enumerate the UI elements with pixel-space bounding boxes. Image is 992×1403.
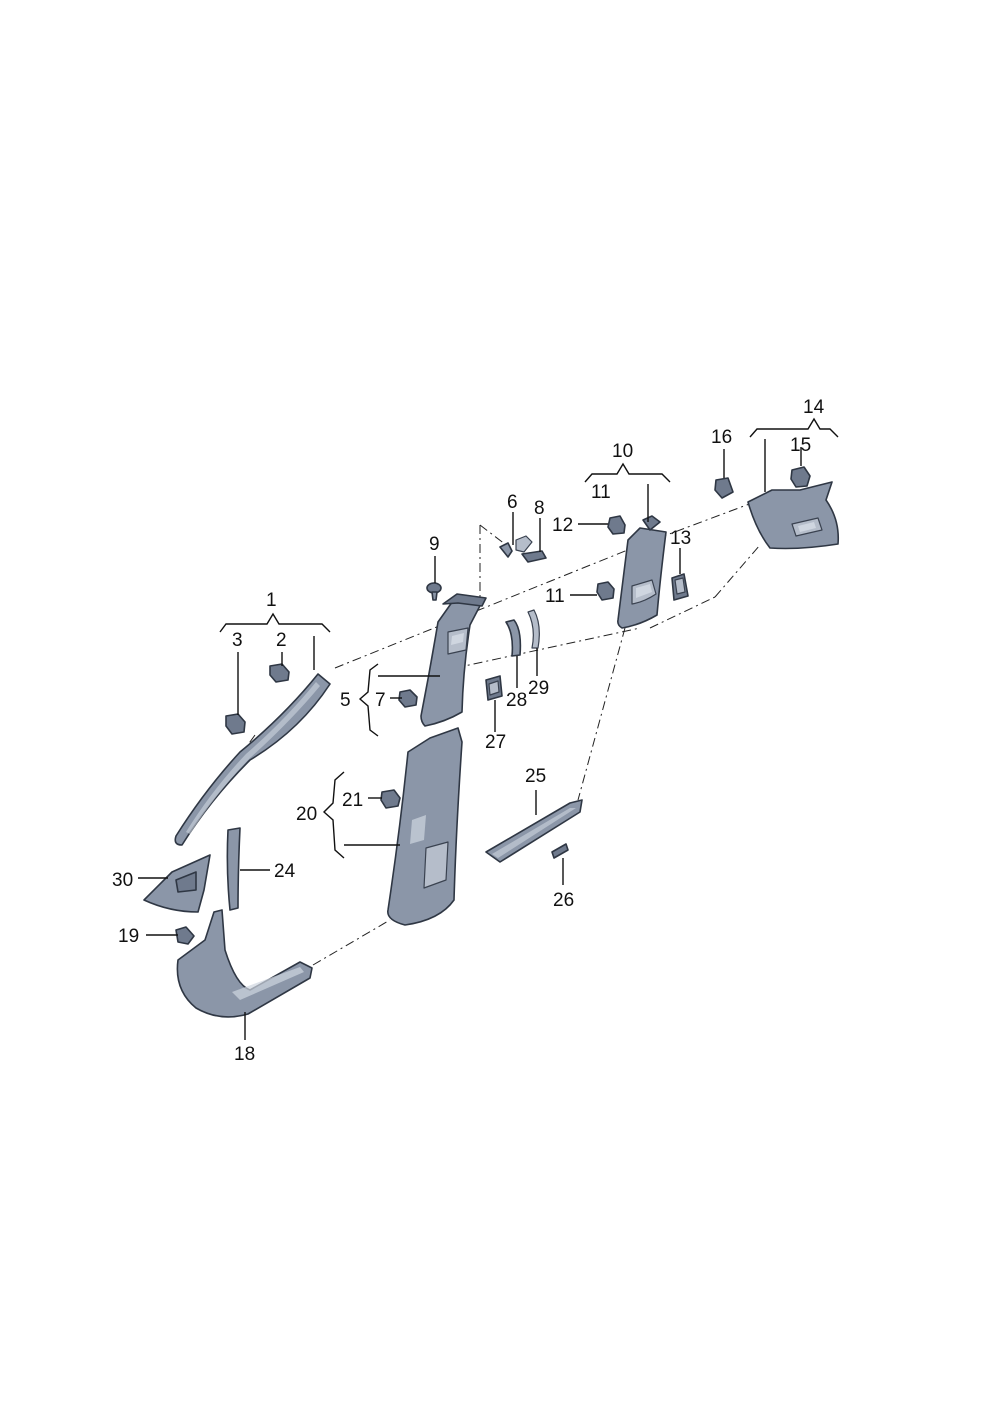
part-13	[671, 573, 689, 601]
clip-part-15	[790, 466, 811, 488]
callout-24: 24	[274, 861, 296, 882]
callout-3: 3	[232, 630, 243, 651]
clip-part-3	[225, 713, 246, 735]
callout-7: 7	[375, 690, 386, 711]
a-pillar-trim	[174, 673, 331, 846]
assembly-guide-lines	[207, 499, 761, 966]
callout-30: 30	[112, 870, 133, 891]
sill-strip-part-25	[485, 799, 583, 863]
callout-13: 13	[670, 528, 691, 549]
callout-6: 6	[507, 492, 518, 513]
callout-18: 18	[234, 1044, 255, 1065]
callout-27: 27	[485, 732, 506, 753]
callout-14: 14	[803, 397, 825, 418]
clip-part-2	[269, 663, 290, 683]
callout-10: 10	[612, 441, 633, 462]
callout-1: 1	[266, 590, 277, 611]
belt-guide-parts-6-8	[499, 535, 547, 563]
callout-8: 8	[534, 498, 545, 519]
part-27-pad	[485, 675, 503, 701]
clip-part-12	[607, 515, 626, 535]
clip-part-19	[175, 926, 195, 945]
c-pillar-trim	[617, 515, 667, 629]
callout-25: 25	[525, 766, 546, 787]
callout-15: 15	[790, 435, 811, 456]
strip-part-28	[505, 619, 522, 657]
callout-29: 29	[528, 678, 549, 699]
callout-5: 5	[340, 690, 351, 711]
part-26	[551, 843, 569, 859]
strip-part-24	[226, 827, 241, 911]
clip-part-7	[398, 689, 418, 708]
b-pillar-lower-trim	[387, 727, 463, 926]
b-pillar-upper-trim	[420, 593, 487, 727]
callout-12: 12	[552, 515, 573, 536]
callout-28: 28	[506, 690, 527, 711]
clip-part-11	[596, 581, 615, 601]
strip-part-29	[527, 609, 540, 649]
callout-11-side: 11	[545, 586, 565, 607]
leader-lines	[138, 417, 839, 1040]
callout-9: 9	[429, 534, 440, 555]
callout-19: 19	[118, 926, 139, 947]
triangle-trim-part-30	[143, 854, 211, 913]
callout-11-top: 11	[591, 482, 611, 503]
callout-labels: 1 2 3 5 6 7 8 9 10 11 11 12 13 14 15 16 …	[112, 397, 825, 1065]
clip-part-21	[380, 789, 401, 809]
callout-26: 26	[553, 890, 574, 911]
clip-part-16	[714, 477, 734, 499]
callout-2: 2	[276, 630, 287, 651]
rear-quarter-trim	[747, 481, 840, 550]
front-sill-trim-part-18	[176, 909, 313, 1018]
screw-part-9	[426, 582, 442, 601]
callout-20: 20	[296, 804, 317, 825]
callout-16: 16	[711, 427, 732, 448]
callout-21: 21	[342, 790, 363, 811]
